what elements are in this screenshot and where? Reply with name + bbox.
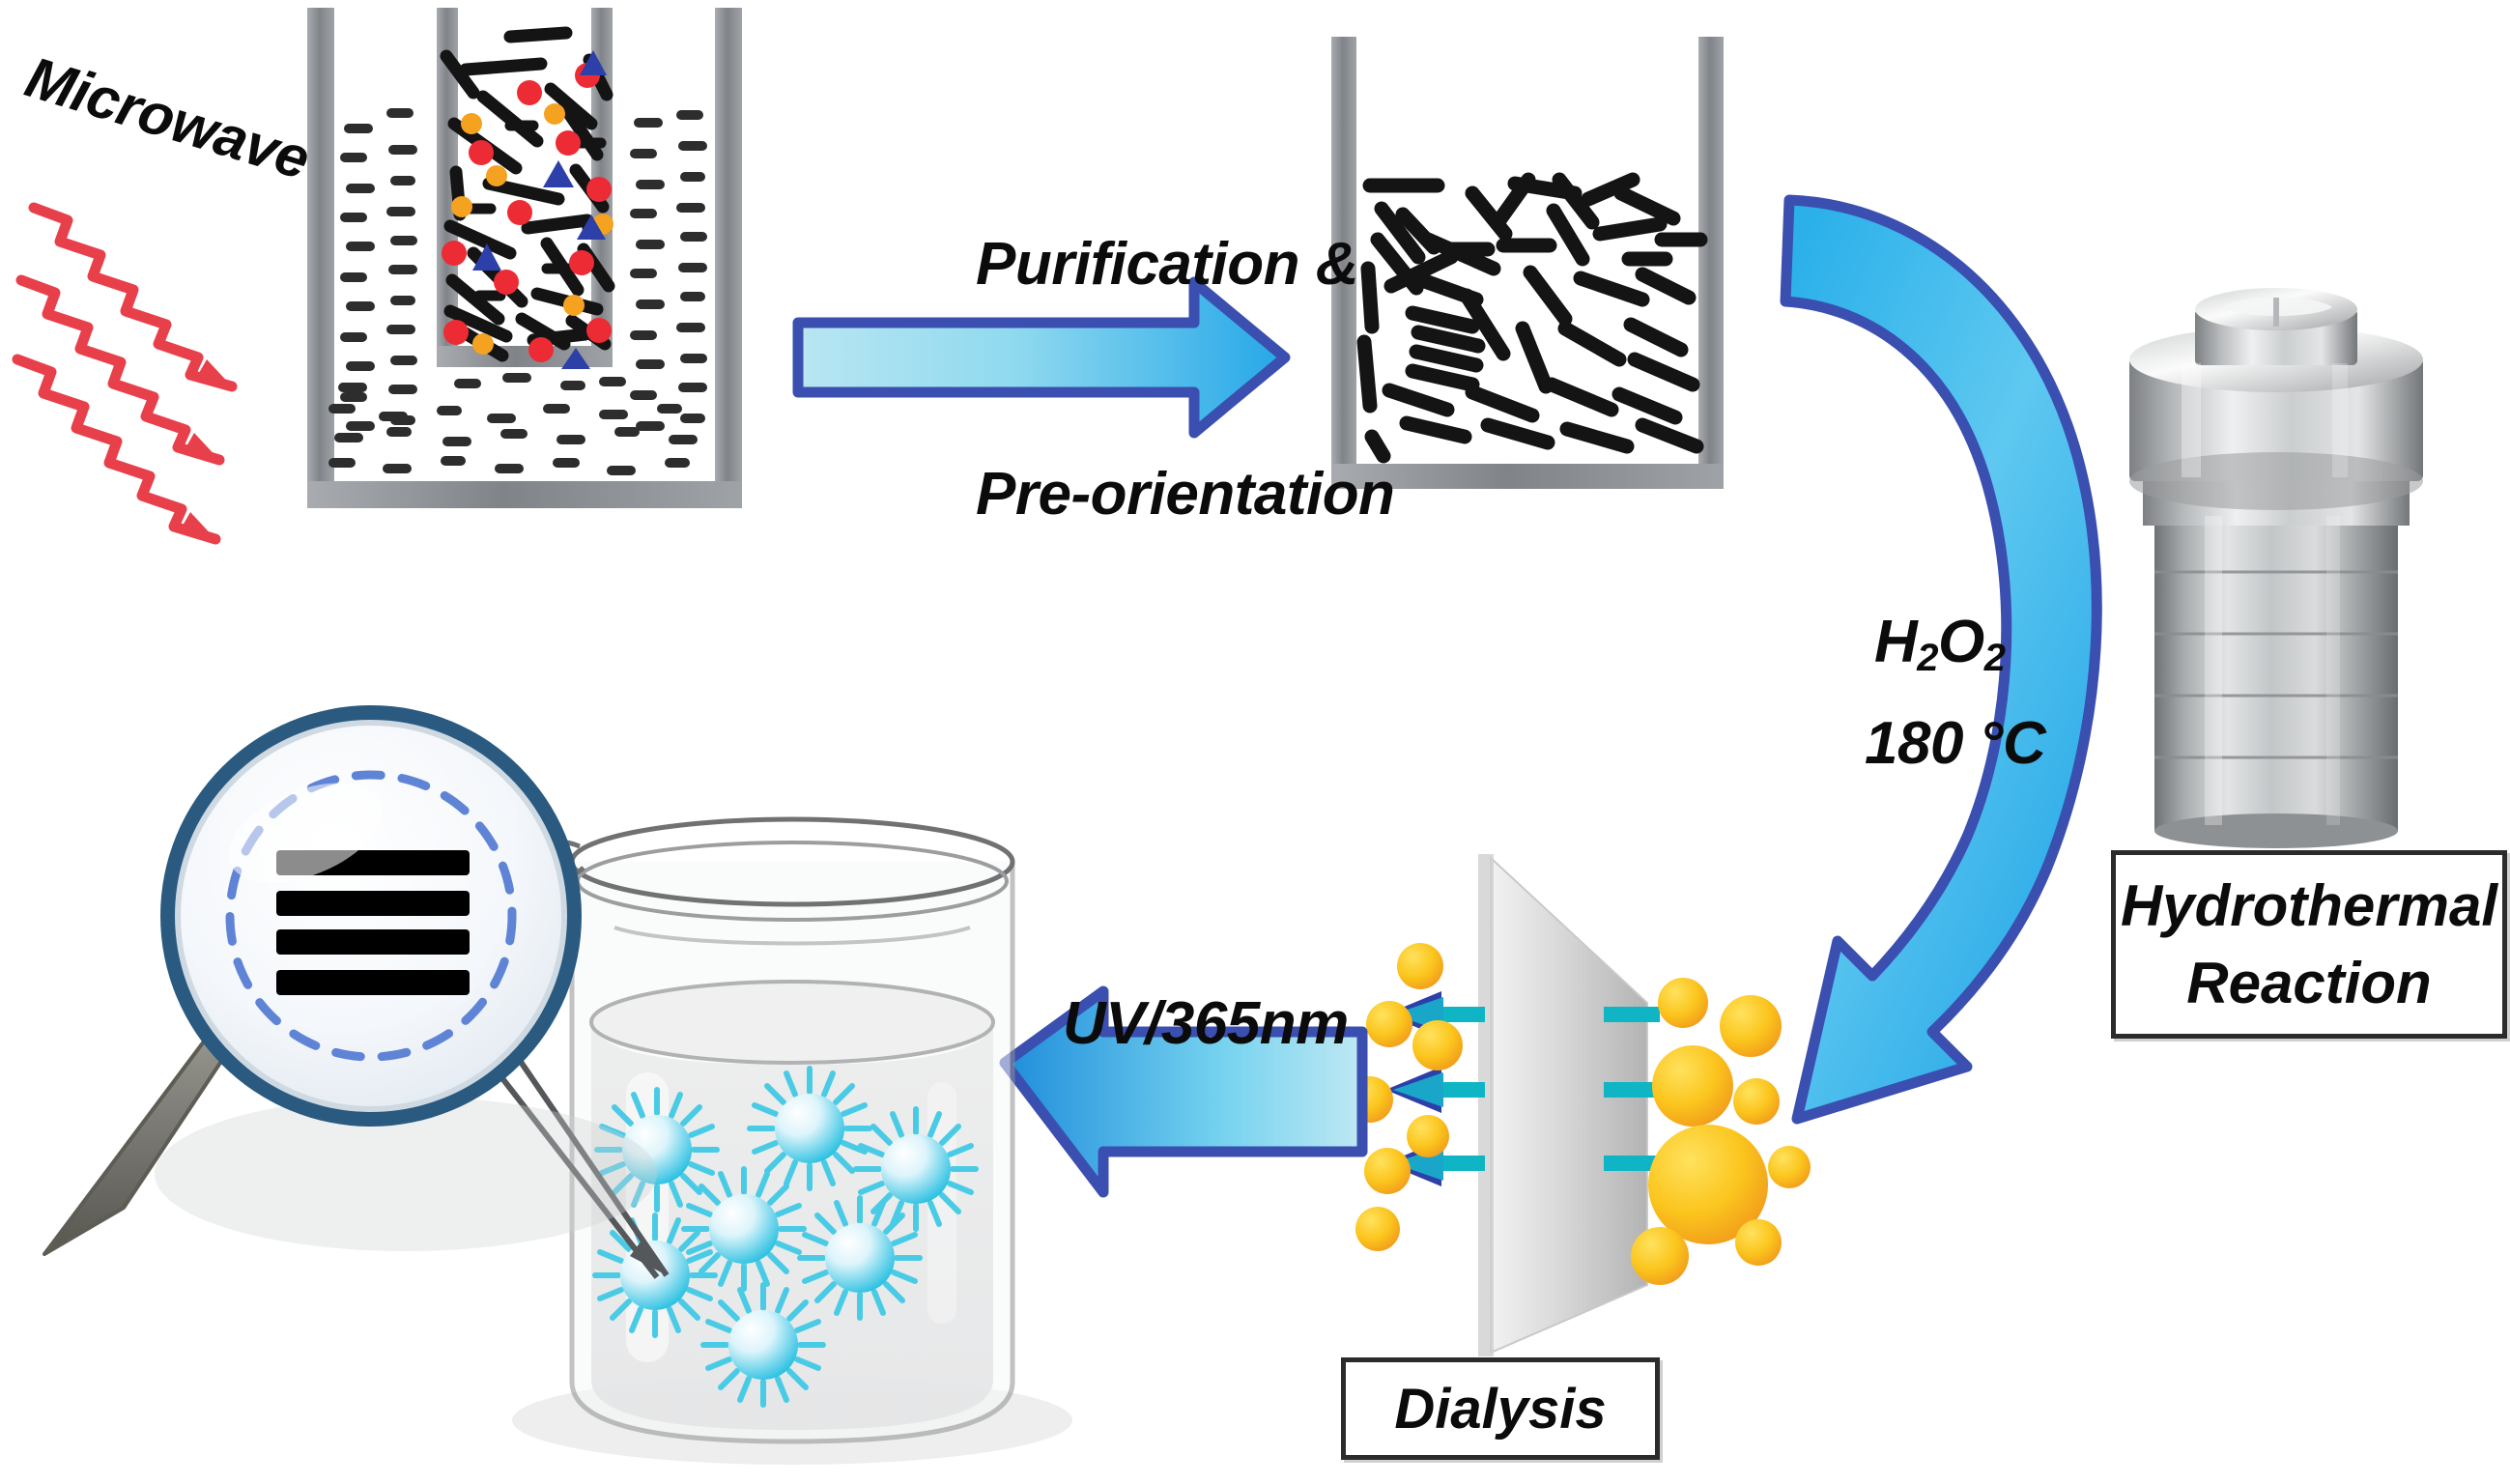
dialysis-particles-right <box>1631 978 1811 1285</box>
h2o2-sub-1: 2 <box>1917 636 1939 679</box>
blue-triangles <box>472 50 607 369</box>
dialysis-membrane <box>1478 854 1648 1356</box>
h2o2-label: H2O2 <box>1874 604 2006 683</box>
hydrothermal-reaction-box: Hydrothermal Reaction <box>2111 850 2507 1039</box>
purification-arrow <box>792 276 1291 439</box>
temperature-label: 180 °C <box>1865 710 2046 777</box>
curved-arrow-to-autoclave <box>1780 194 2102 1125</box>
purification-label: Purification & Pre-orientation <box>976 72 1395 610</box>
oriented-beaker <box>1331 37 1724 489</box>
microwave-ray-arrowheads <box>183 359 232 539</box>
uv-arrow <box>999 985 1368 1198</box>
uv-label: UV/365nm <box>1063 990 1349 1057</box>
h2o2-o: O <box>1938 609 1984 675</box>
solvent-dashes <box>328 108 707 475</box>
carbon-dots <box>592 1066 979 1408</box>
microwave-reactor <box>307 8 742 508</box>
dialysis-label: Dialysis <box>1394 1377 1607 1441</box>
h2o2-sub-2: 2 <box>1983 636 2006 679</box>
orange-catalyst-dots <box>451 103 613 355</box>
purification-line-1: Purification & <box>976 230 1359 298</box>
magnifier <box>43 705 670 1279</box>
hydrothermal-line-1: Hydrothermal <box>2120 873 2498 939</box>
oriented-rods <box>1356 172 1708 464</box>
autoclave <box>2129 288 2423 848</box>
purification-line-2: Pre-orientation <box>976 460 1395 528</box>
dialysis-box: Dialysis <box>1341 1357 1660 1460</box>
hydrothermal-line-2: Reaction <box>2186 950 2432 1015</box>
microwave-rays <box>12 202 238 545</box>
h2o2-h: H <box>1874 609 1918 675</box>
